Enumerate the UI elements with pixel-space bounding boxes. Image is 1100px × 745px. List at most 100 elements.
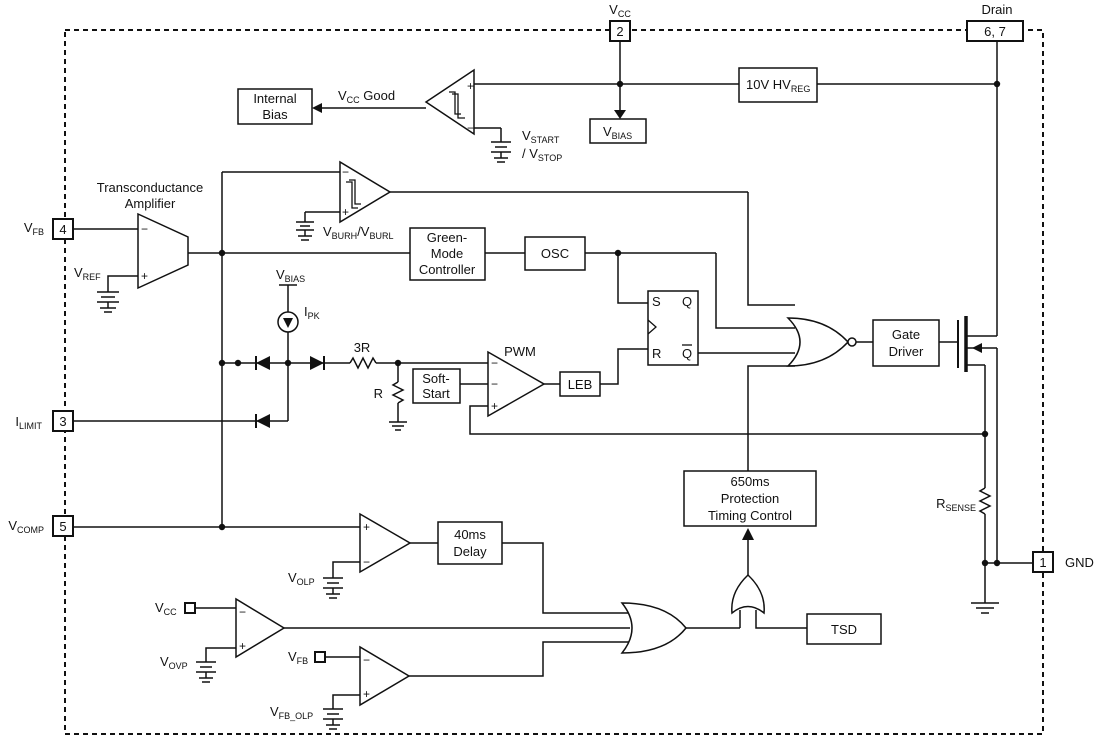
svg-text:VCC: VCC xyxy=(609,2,631,19)
vref-label: VREF xyxy=(74,265,101,282)
vcc-good-label: VCC Good xyxy=(338,88,395,105)
svg-text:Bias: Bias xyxy=(262,107,288,122)
resistor-r-label: R xyxy=(374,386,383,401)
green-mode-controller: Green- Mode Controller xyxy=(409,227,486,281)
vcc-input-terminal: VCC xyxy=(155,600,196,617)
svg-text:+: + xyxy=(342,205,349,219)
svg-text:S: S xyxy=(652,294,661,309)
svg-text:VFB: VFB xyxy=(288,649,308,666)
delay-40ms-block: 40ms Delay xyxy=(437,521,503,565)
svg-text:10V HVREG: 10V HVREG xyxy=(746,77,810,94)
svg-text:−: − xyxy=(491,377,498,391)
svg-text:Drain: Drain xyxy=(981,2,1012,17)
svg-text:TSD: TSD xyxy=(831,622,857,637)
svg-text:OSC: OSC xyxy=(541,246,569,261)
svg-text:Gate: Gate xyxy=(892,327,920,342)
vfb-input-terminal: VFB xyxy=(288,649,326,666)
ovp-comparator: − + xyxy=(235,597,286,659)
arrow-left-icon xyxy=(312,103,322,113)
diode-right xyxy=(310,356,325,370)
svg-text:ILIMIT: ILIMIT xyxy=(15,414,42,431)
arrow-up-icon xyxy=(742,528,754,540)
power-mosfet xyxy=(957,316,997,488)
or-gate-protection xyxy=(731,573,765,615)
rsense-label: RSENSE xyxy=(936,496,976,513)
svg-text:Q: Q xyxy=(682,294,692,309)
pin-vcc: VCC 2 xyxy=(609,2,631,42)
svg-text:3: 3 xyxy=(59,414,66,429)
svg-text:R: R xyxy=(652,346,661,361)
svg-text:6, 7: 6, 7 xyxy=(984,24,1006,39)
fb-olp-comparator: − + xyxy=(359,645,411,707)
soft-start-block: Soft- Start xyxy=(412,368,461,404)
olp-comparator: + − xyxy=(359,512,412,574)
svg-text:4: 4 xyxy=(59,222,66,237)
svg-text:VFB: VFB xyxy=(24,220,44,237)
pwm-comparator: − − + xyxy=(487,350,546,418)
svg-text:5: 5 xyxy=(59,519,66,534)
current-source-ipk xyxy=(277,311,299,333)
transconductance-amplifier: − + xyxy=(137,212,189,290)
amplifier-label: Amplifier xyxy=(125,196,176,211)
uvlo-comparator: + − xyxy=(424,68,475,136)
svg-text:Internal: Internal xyxy=(253,91,296,106)
svg-text:−: − xyxy=(491,356,498,370)
svg-text:+: + xyxy=(239,639,246,653)
svg-text:VBIAS: VBIAS xyxy=(603,124,632,141)
vburh-label: VBURH/VBURL xyxy=(323,224,394,241)
svg-text:+: + xyxy=(467,79,474,93)
svg-text:+: + xyxy=(363,687,370,701)
svg-text:Start: Start xyxy=(422,386,450,401)
nor-gate xyxy=(786,317,857,367)
volp-label: VOLP xyxy=(288,570,315,587)
diode-ilimit xyxy=(255,414,270,428)
resistor-3r xyxy=(349,356,377,370)
svg-text:Q: Q xyxy=(682,346,692,361)
or-gate-fault xyxy=(620,602,687,654)
svg-text:2: 2 xyxy=(616,24,623,39)
protection-timing-block: 650ms Protection Timing Control xyxy=(683,470,817,527)
vbias-box: VBIAS xyxy=(589,118,647,144)
sr-flip-flop: S Q R Q xyxy=(647,290,699,366)
svg-text:VCOMP: VCOMP xyxy=(8,518,44,535)
vbias-source-label: VBIAS xyxy=(276,267,305,284)
chip-boundary xyxy=(64,29,1044,735)
tsd-block: TSD xyxy=(806,613,882,645)
svg-text:LEB: LEB xyxy=(568,377,593,392)
gate-driver-block: Gate Driver xyxy=(872,319,940,367)
vfb-olp-label: VFB_OLP xyxy=(270,704,313,721)
vstop-label: / VSTOP xyxy=(522,146,562,163)
svg-text:−: − xyxy=(342,165,349,179)
svg-text:Protection: Protection xyxy=(721,491,780,506)
svg-text:Green-: Green- xyxy=(427,230,467,245)
svg-text:+: + xyxy=(363,520,370,534)
leb-block: LEB xyxy=(559,371,601,397)
oscillator-block: OSC xyxy=(524,236,586,271)
internal-bias-block: Internal Bias xyxy=(237,88,313,125)
svg-text:650ms: 650ms xyxy=(730,474,770,489)
svg-text:Mode: Mode xyxy=(431,246,464,261)
vovp-label: VOVP xyxy=(160,654,188,671)
svg-text:+: + xyxy=(141,269,148,283)
pin-vcomp: VCOMP 5 xyxy=(8,515,74,537)
resistor-rsense xyxy=(978,487,992,515)
svg-text:GND: GND xyxy=(1065,555,1094,570)
arrow-down-icon xyxy=(614,110,626,119)
pin-vfb: VFB 4 xyxy=(24,218,74,240)
svg-text:−: − xyxy=(141,222,148,236)
svg-text:−: − xyxy=(363,555,370,569)
diode-left xyxy=(255,356,270,370)
svg-text:Delay: Delay xyxy=(453,544,487,559)
resistor-r xyxy=(389,363,407,431)
svg-text:−: − xyxy=(467,121,474,135)
hv-reg-block: 10V HVREG xyxy=(738,67,818,103)
svg-text:−: − xyxy=(363,653,370,667)
ipk-label: IPK xyxy=(304,304,320,321)
svg-text:+: + xyxy=(491,399,498,413)
svg-text:Timing Control: Timing Control xyxy=(708,508,792,523)
pin-gnd: 1 GND xyxy=(1032,551,1094,573)
pin-ilimit: ILIMIT 3 xyxy=(15,410,74,432)
transconductance-label: Transconductance xyxy=(97,180,203,195)
pwm-label: PWM xyxy=(504,344,536,359)
